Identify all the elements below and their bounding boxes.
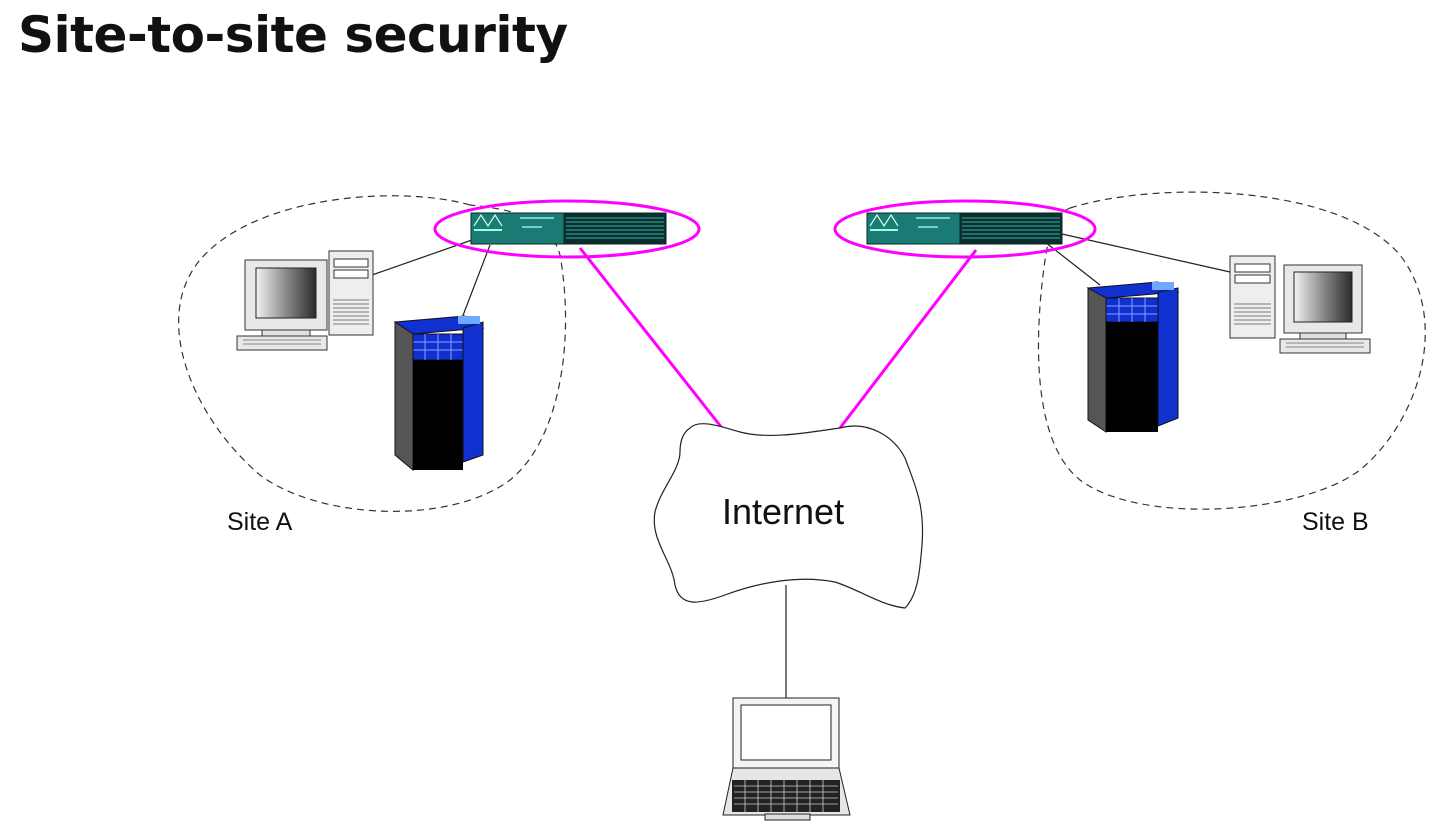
site-b-label: Site B	[1302, 508, 1369, 536]
workstation-icon	[236, 250, 374, 351]
tunnel-line-b	[838, 249, 978, 429]
firewall-icon	[470, 212, 667, 245]
site-a-boundary	[178, 195, 567, 512]
server-icon	[1086, 281, 1180, 433]
internet-label: Internet	[722, 491, 844, 532]
server-icon	[393, 315, 485, 472]
link-firewall-b-workstation	[1061, 233, 1231, 273]
tunnel-line-a	[578, 247, 724, 429]
firewall-icon	[866, 212, 1063, 245]
cloud-icon	[653, 423, 924, 609]
laptop-icon	[722, 697, 851, 821]
tunnel-endpoint-b	[833, 199, 1097, 259]
site-a-label: Site A	[227, 508, 293, 536]
page-title: Site-to-site security	[18, 6, 568, 64]
workstation-icon	[1229, 255, 1371, 354]
link-firewall-a-server	[461, 244, 491, 319]
tunnel-endpoint-a	[433, 199, 701, 259]
link-firewall-a-workstation	[371, 239, 473, 276]
